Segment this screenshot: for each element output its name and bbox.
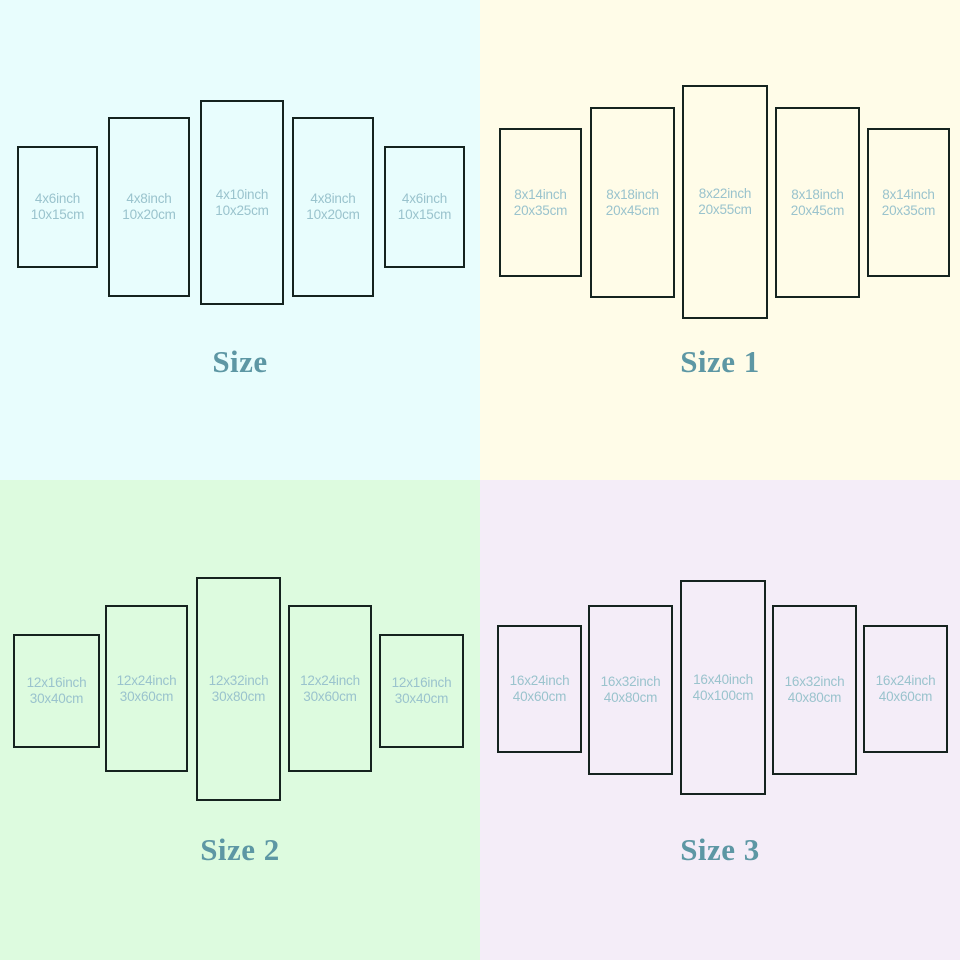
panel-size-inch: 4x10inch bbox=[215, 186, 269, 202]
panel-size-inch: 8x14inch bbox=[514, 186, 567, 202]
panel-size-inch: 8x22inch bbox=[698, 186, 752, 201]
panel-size-cm: 40x80cm bbox=[603, 690, 658, 705]
panel-size-cm: 40x80cm bbox=[787, 690, 842, 705]
panel-size-inch: 4x6inch bbox=[401, 191, 448, 206]
panel-size-inch: 8x18inch bbox=[791, 186, 844, 202]
panel-size-cm: 20x35cm bbox=[513, 202, 568, 218]
panel-size-cm: 40x100cm bbox=[692, 687, 754, 703]
panel-size-cm: 30x40cm bbox=[29, 691, 84, 706]
panel-size-cm: 30x60cm bbox=[303, 688, 357, 704]
panel-size-inch: 12x24inch bbox=[116, 672, 177, 688]
panel-size-inch: 16x24inch bbox=[875, 673, 936, 688]
panel-size-cm: 30x60cm bbox=[119, 688, 174, 704]
quadrant-title-2: Size 2 bbox=[200, 832, 280, 867]
panel-size-cm: 40x60cm bbox=[512, 689, 567, 704]
panel-size-inch: 12x16inch bbox=[26, 675, 87, 690]
panel-size-cm: 30x80cm bbox=[211, 689, 266, 704]
panel-size-cm: 20x45cm bbox=[605, 202, 660, 218]
panel-size-cm: 20x55cm bbox=[698, 202, 752, 217]
panel-size-inch: 16x40inch bbox=[693, 671, 753, 687]
panel-size-inch: 12x16inch bbox=[391, 675, 452, 690]
panel-size-cm: 10x25cm bbox=[215, 202, 269, 218]
panel-size-inch: 12x24inch bbox=[300, 672, 360, 688]
panel-size-inch: 16x32inch bbox=[784, 674, 845, 689]
panel-size-inch: 4x8inch bbox=[126, 191, 172, 206]
panel-size-cm: 10x20cm bbox=[306, 207, 360, 222]
panel-size-inch: 12x32inch bbox=[208, 673, 269, 688]
panel-size-cm: 40x60cm bbox=[878, 689, 933, 704]
panel-size-inch: 16x32inch bbox=[600, 674, 661, 689]
panel-size-cm: 10x15cm bbox=[397, 207, 452, 222]
quadrant-title-3: Size 3 bbox=[680, 832, 760, 867]
quadrant-title-1: Size 1 bbox=[680, 344, 760, 379]
panel-size-cm: 10x15cm bbox=[30, 207, 85, 222]
panel-size-cm: 10x20cm bbox=[122, 207, 176, 222]
panel-size-cm: 30x40cm bbox=[394, 691, 449, 706]
quadrant-title-0: Size bbox=[212, 344, 268, 379]
panel-size-inch: 8x18inch bbox=[606, 186, 659, 202]
panel-size-cm: 20x35cm bbox=[881, 202, 936, 218]
panel-size-inch: 16x24inch bbox=[509, 673, 570, 688]
panel-size-inch: 4x6inch bbox=[34, 191, 81, 206]
panel-size-cm: 20x45cm bbox=[790, 202, 845, 218]
panel-size-inch: 4x8inch bbox=[310, 191, 356, 206]
panel-size-inch: 8x14inch bbox=[882, 186, 935, 202]
